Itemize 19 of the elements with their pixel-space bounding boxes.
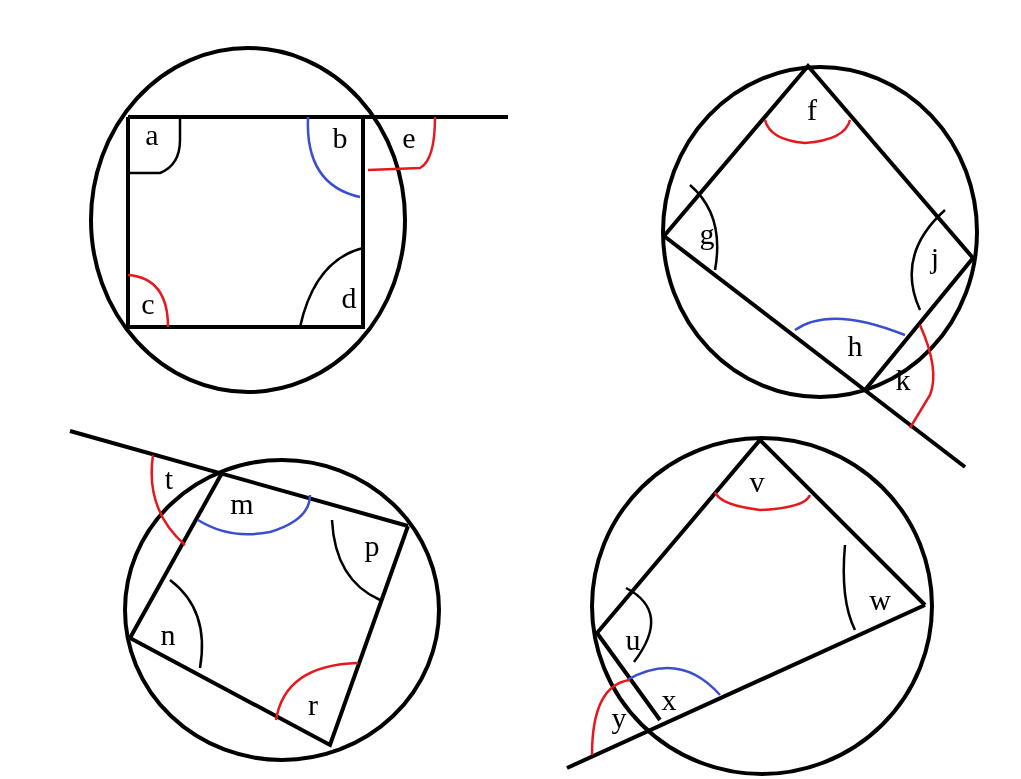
angle-label: b	[332, 123, 348, 153]
angle-label: g	[699, 219, 715, 249]
angle-label: v	[749, 467, 765, 497]
angle-label: r	[308, 690, 318, 720]
angle-label: x	[661, 685, 677, 715]
angle-label: c	[141, 289, 155, 319]
angle-label: t	[164, 464, 174, 494]
angle-label: j	[930, 243, 940, 273]
angle-label: d	[341, 283, 357, 313]
angle-label: u	[625, 625, 641, 655]
angle-label: p	[364, 531, 380, 561]
angle-label: m	[230, 489, 254, 519]
angle-label: f	[807, 95, 817, 125]
angle-label: y	[611, 703, 627, 733]
angle-label: a	[145, 120, 159, 150]
angle-label: e	[402, 123, 416, 153]
angle-label: n	[160, 620, 176, 650]
angle-label: w	[869, 585, 891, 615]
angle-label: h	[847, 331, 863, 361]
